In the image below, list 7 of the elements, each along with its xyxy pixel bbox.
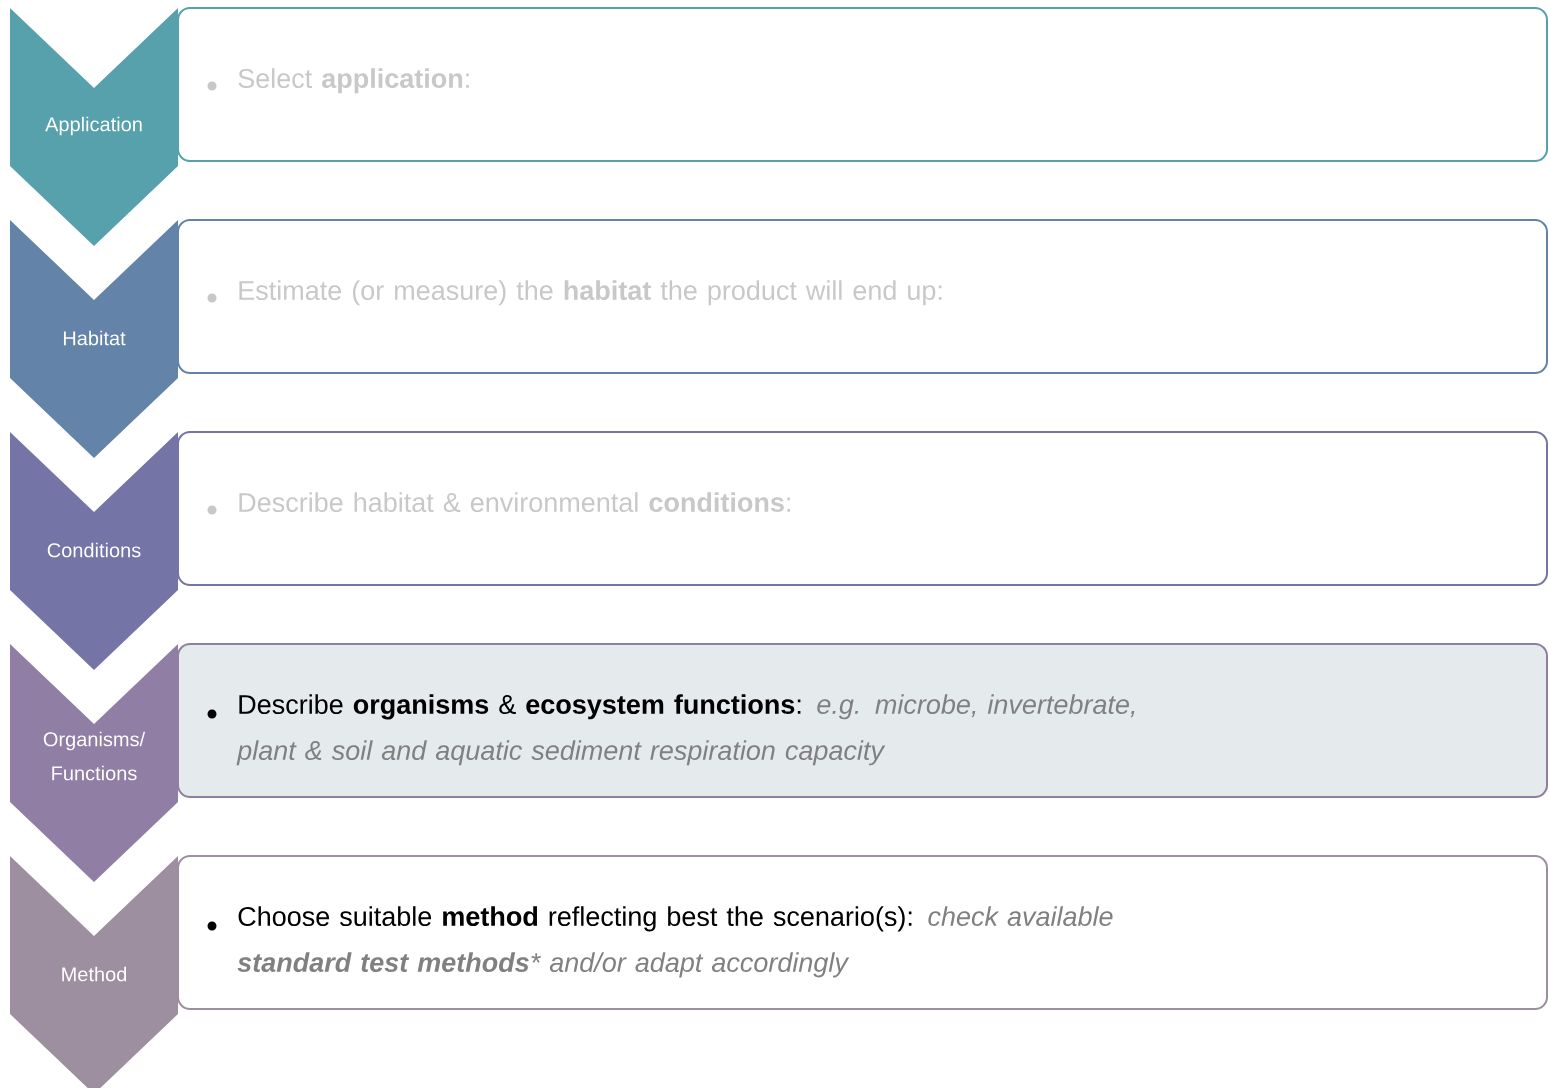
step-banner: Organisms/ Functions [10, 644, 178, 882]
step-box: Choose suitable method reflecting best the scenario(s): check available standard test methods* and/or adapt accordingly [177, 855, 1548, 1010]
step-banner: Conditions [10, 432, 178, 670]
step-box: Describe organisms & ecosystem functions: e.g. microbe, invertebrate, plant & soil and aquatic sediment respiration capacity [177, 643, 1548, 798]
step-banner: Habitat [10, 220, 178, 458]
step-banner: Method [10, 856, 178, 1088]
step-banner: Application [10, 8, 178, 246]
